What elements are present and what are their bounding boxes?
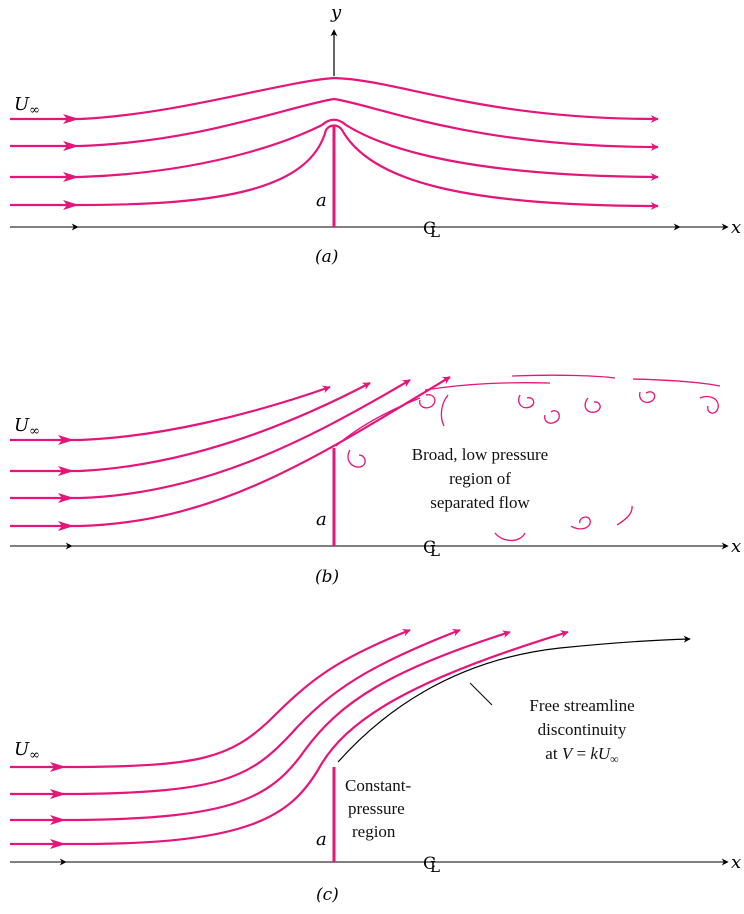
streamline-a-1-arrow (63, 114, 79, 124)
streamline-c-1-arrow (50, 762, 66, 772)
streamline-c-2 (10, 628, 461, 796)
free-streamline-leader (469, 682, 493, 706)
constant-pressure-label-line-2: pressure (348, 799, 405, 818)
streamline-b-3-arrow (58, 493, 74, 503)
streamline-c-4 (10, 630, 569, 846)
constant-pressure-label-line-3: region (352, 822, 396, 841)
freestream-velocity-label: U∞ (14, 94, 40, 118)
panel-c: x a Constant- pressure region Free strea… (10, 628, 741, 905)
x-axis-label: x (731, 536, 741, 557)
streamline-b-3 (10, 379, 411, 500)
separated-region-label-line-2: region of (449, 469, 511, 488)
free-streamline-label-line-1: Free streamline (529, 696, 634, 715)
streamline-c-1 (10, 628, 411, 769)
centerline-symbol: C (423, 854, 436, 874)
caption-b: (b) (315, 567, 339, 587)
streamline-c-4-arrow (50, 839, 66, 849)
streamline-a-3-arrow (63, 172, 79, 182)
panel-a: y x a U∞ C L (a) (10, 2, 741, 267)
x-axis-label: x (731, 217, 741, 238)
freestream-velocity-label: U∞ (14, 739, 40, 763)
streamline-b-4-arrow (58, 521, 74, 531)
streamline-a-2 (10, 97, 659, 151)
free-streamline (337, 635, 691, 763)
streamline-c-2-arrow (50, 789, 66, 799)
streamline-c-3-arrow (50, 815, 66, 825)
separated-region-label-line-1: Broad, low pressure (412, 445, 548, 464)
centerline-symbol-l: L (430, 542, 440, 560)
streamline-b-1 (10, 385, 331, 442)
caption-c: (c) (316, 885, 339, 905)
y-axis-label: y (330, 2, 342, 23)
streamline-a-2-arrow (63, 141, 79, 151)
separated-region-label-line-3: separated flow (430, 493, 530, 512)
streamline-a-4-arrow (63, 200, 79, 210)
centerline-symbol: C (423, 219, 436, 239)
centerline-symbol-l: L (430, 223, 440, 241)
streamline-c-3 (10, 630, 511, 822)
freestream-velocity-label: U∞ (14, 415, 40, 439)
caption-a: (a) (315, 247, 338, 267)
streamline-a-1 (10, 76, 659, 123)
streamline-b-1-arrow (58, 435, 74, 445)
streamline-a-3 (10, 118, 659, 181)
streamline-b-4 (10, 376, 451, 528)
plate-height-label: a (316, 509, 327, 530)
plate-height-label: a (316, 190, 327, 211)
streamline-b-2 (10, 382, 371, 473)
panel-b: x a Broad, low pressur (10, 374, 741, 587)
streamline-a-4 (10, 124, 659, 210)
free-streamline-label-line-2: discontinuity (538, 720, 627, 739)
free-streamline-label-line-3: at V = kU∞ (545, 744, 618, 766)
streamline-b-2-arrow (58, 466, 74, 476)
plate-height-label: a (316, 829, 327, 850)
centerline-symbol-l: L (430, 858, 440, 876)
constant-pressure-label-line-1: Constant- (345, 776, 411, 795)
centerline-symbol: C (423, 538, 436, 558)
x-axis-label: x (731, 852, 741, 873)
wake-eddies (335, 374, 721, 542)
